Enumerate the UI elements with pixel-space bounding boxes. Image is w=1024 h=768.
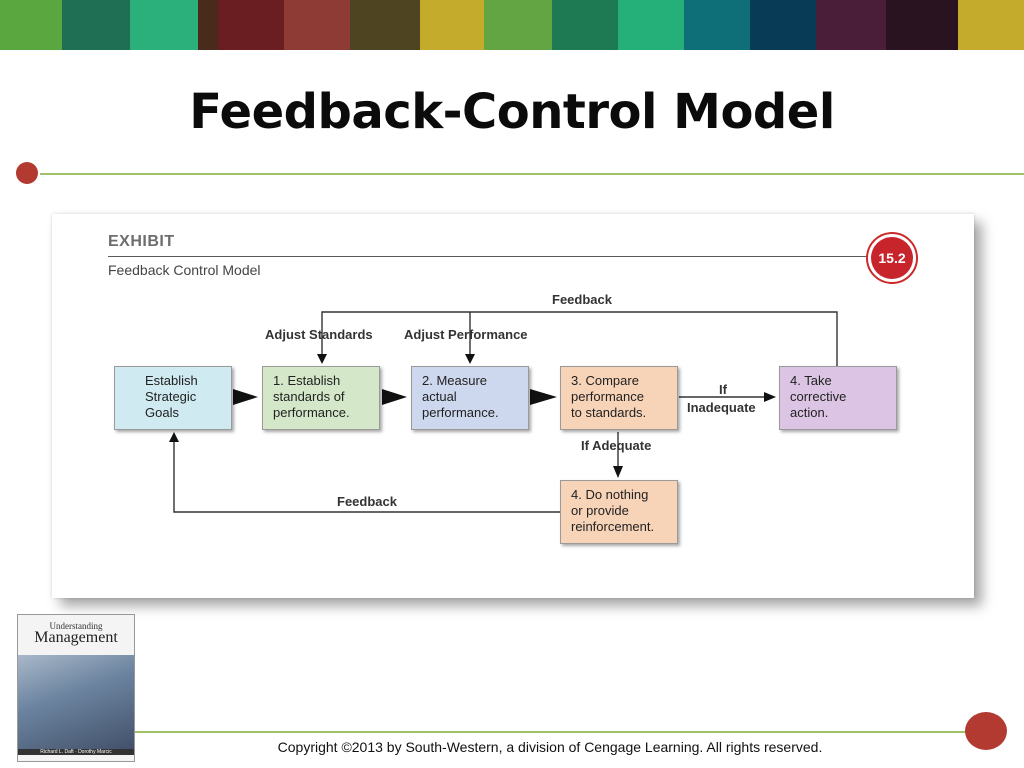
- box-corrective-action: 4. Take corrective action.: [779, 366, 897, 430]
- color-strip: [886, 0, 958, 50]
- box-strategic-goals: Establish Strategic Goals: [114, 366, 232, 430]
- color-strip: [750, 0, 816, 50]
- label-feedback-top: Feedback: [552, 292, 612, 307]
- exhibit-subtitle: Feedback Control Model: [108, 262, 261, 278]
- color-strip: [552, 0, 618, 50]
- color-strip: [284, 0, 350, 50]
- book-title-large: Management: [34, 629, 118, 646]
- color-strip: [350, 0, 420, 50]
- bullet-dot-right: [965, 712, 1007, 750]
- title-underline: [40, 173, 1024, 175]
- exhibit-number-badge: 15.2: [866, 232, 918, 284]
- label-adjust-standards: Adjust Standards: [265, 327, 373, 342]
- color-strip: [618, 0, 684, 50]
- color-strip: [130, 0, 198, 50]
- book-title-small: Understanding: [49, 621, 103, 631]
- label-feedback-bottom: Feedback: [337, 494, 397, 509]
- bullet-dot-left: [16, 162, 38, 184]
- decorative-color-bar: [0, 0, 1024, 50]
- label-inadequate: Inadequate: [687, 400, 756, 415]
- copyright-text: Copyright ©2013 by South-Western, a divi…: [277, 739, 823, 755]
- color-strip: [816, 0, 886, 50]
- book-cover-image: Understanding Management Richard L. Daft…: [17, 614, 135, 762]
- exhibit-heading: EXHIBIT: [108, 233, 175, 250]
- color-strip: [62, 0, 130, 50]
- color-strip: [484, 0, 552, 50]
- cover-photo: [18, 655, 134, 755]
- color-strip: [218, 0, 284, 50]
- label-if-adequate: If Adequate: [581, 438, 652, 453]
- book-authors: Richard L. Daft · Dorothy Marcic: [18, 749, 134, 755]
- exhibit-rule: [108, 256, 866, 257]
- color-strip: [958, 0, 1024, 50]
- footer-rule: [135, 731, 970, 733]
- box-do-nothing: 4. Do nothing or provide reinforcement.: [560, 480, 678, 544]
- exhibit-number: 15.2: [871, 237, 913, 279]
- box-establish-standards: 1. Establish standards of performance.: [262, 366, 380, 430]
- color-strip: [420, 0, 484, 50]
- color-strip: [198, 0, 218, 50]
- slide-title: Feedback-Control Model: [189, 84, 835, 140]
- color-strip: [684, 0, 750, 50]
- color-strip: [0, 0, 62, 50]
- box-compare-standards: 3. Compare performance to standards.: [560, 366, 678, 430]
- box-measure-performance: 2. Measure actual performance.: [411, 366, 529, 430]
- label-if: If: [719, 382, 727, 397]
- label-adjust-performance: Adjust Performance: [404, 327, 528, 342]
